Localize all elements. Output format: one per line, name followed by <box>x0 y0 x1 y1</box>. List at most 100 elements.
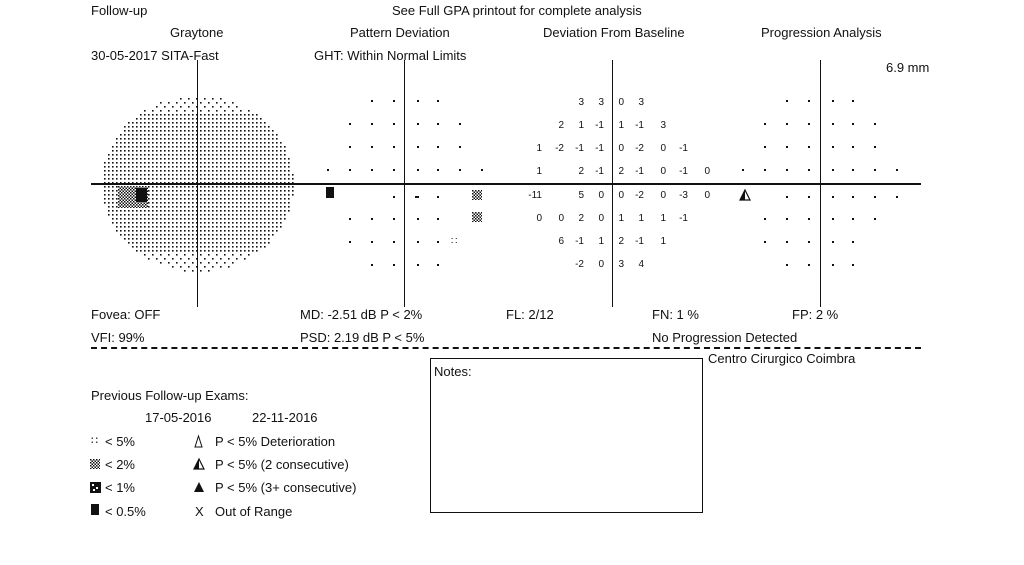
legend-deterioration: P < 5% Deterioration <box>215 434 336 449</box>
field-point <box>393 100 395 102</box>
field-point <box>393 169 395 171</box>
field-point <box>764 146 766 148</box>
baseline-value: 1 <box>638 213 644 224</box>
field-point <box>852 146 854 148</box>
field-point <box>764 241 766 243</box>
field-point <box>393 196 395 198</box>
field-point <box>349 169 351 171</box>
graytone-plot <box>104 98 294 272</box>
field-point <box>371 146 373 148</box>
baseline-value: 1 <box>536 143 542 154</box>
field-point <box>874 196 876 198</box>
baseline-value: 0 <box>618 190 624 201</box>
baseline-value: 0 <box>660 143 666 154</box>
field-point <box>764 218 766 220</box>
baseline-value: 0 <box>618 97 624 108</box>
baseline-value: -1 <box>575 143 584 154</box>
baseline-value: 5 <box>578 190 584 201</box>
graytone-title: Graytone <box>170 25 224 40</box>
field-point <box>852 218 854 220</box>
field-point <box>371 264 373 266</box>
baseline-value: 0 <box>598 190 604 201</box>
field-point <box>371 100 373 102</box>
field-point <box>417 123 419 125</box>
field-point <box>852 264 854 266</box>
previous-exam-date: 22-11-2016 <box>252 410 318 425</box>
baseline-value: 2 <box>578 213 584 224</box>
legend-p05: < 0.5% <box>105 504 146 519</box>
baseline-value: 1 <box>660 236 666 247</box>
field-point <box>832 241 834 243</box>
pattern-deviation-title: Pattern Deviation <box>350 25 450 40</box>
baseline-value: -11 <box>528 190 542 201</box>
field-point <box>459 169 461 171</box>
field-point <box>764 123 766 125</box>
baseline-value: -1 <box>679 166 688 177</box>
p2-symbol <box>472 190 482 200</box>
baseline-value: 1 <box>536 166 542 177</box>
field-point <box>808 264 810 266</box>
field-point <box>808 100 810 102</box>
half-triangle-icon <box>193 457 205 470</box>
baseline-value: 3 <box>618 259 624 270</box>
field-point <box>393 146 395 148</box>
field-point <box>437 218 439 220</box>
legend-two-consecutive: P < 5% (2 consecutive) <box>215 457 349 472</box>
field-point <box>832 169 834 171</box>
field-point <box>786 123 788 125</box>
field-point <box>349 218 351 220</box>
field-point <box>371 123 373 125</box>
field-point <box>417 218 419 220</box>
baseline-value: -1 <box>679 213 688 224</box>
baseline-value: -1 <box>575 236 584 247</box>
baseline-value: 3 <box>578 97 584 108</box>
baseline-value: 1 <box>618 120 624 131</box>
field-point <box>437 169 439 171</box>
baseline-value: 0 <box>598 259 604 270</box>
legend-p5: < 5% <box>105 434 135 449</box>
ght-result: GHT: Within Normal Limits <box>314 48 467 63</box>
baseline-value: -2 <box>635 190 644 201</box>
field-point <box>742 169 744 171</box>
field-point <box>393 123 395 125</box>
field-point <box>417 169 419 171</box>
baseline-value: -1 <box>635 166 644 177</box>
baseline-value: 2 <box>558 120 564 131</box>
field-point <box>832 123 834 125</box>
field-point <box>808 196 810 198</box>
md-value: MD: -2.51 dB P < 2% <box>300 307 423 322</box>
legend-p2: < 2% <box>105 457 135 472</box>
previous-exam-date: 17-05-2016 <box>145 410 212 425</box>
false-positive: FP: 2 % <box>792 307 839 322</box>
p2-legend-icon <box>90 459 100 469</box>
field-point <box>371 218 373 220</box>
field-point <box>852 123 854 125</box>
baseline-value: 0 <box>598 213 604 224</box>
field-point <box>393 218 395 220</box>
field-point <box>349 146 351 148</box>
false-negative: FN: 1 % <box>652 307 699 322</box>
report-subtitle: See Full GPA printout for complete analy… <box>392 3 642 18</box>
p1-legend-icon <box>90 482 101 493</box>
baseline-value: -3 <box>679 190 688 201</box>
baseline-value: -1 <box>635 236 644 247</box>
field-point <box>393 241 395 243</box>
baseline-value: -2 <box>635 143 644 154</box>
legend-p1: < 1% <box>105 480 135 495</box>
field-point <box>786 146 788 148</box>
progression-result: No Progression Detected <box>652 330 798 345</box>
field-point <box>437 123 439 125</box>
baseline-value: -1 <box>635 120 644 131</box>
baseline-value: 4 <box>638 259 644 270</box>
baseline-value: 3 <box>598 97 604 108</box>
baseline-value: 0 <box>660 166 666 177</box>
field-point <box>808 146 810 148</box>
horizontal-meridian <box>91 183 921 185</box>
field-point <box>786 241 788 243</box>
legend-three-consecutive: P < 5% (3+ consecutive) <box>215 480 357 495</box>
baseline-value: 1 <box>660 213 666 224</box>
notes-label: Notes: <box>434 364 472 379</box>
field-point <box>852 169 854 171</box>
field-point <box>437 241 439 243</box>
fovea-status: Fovea: OFF <box>91 307 161 322</box>
